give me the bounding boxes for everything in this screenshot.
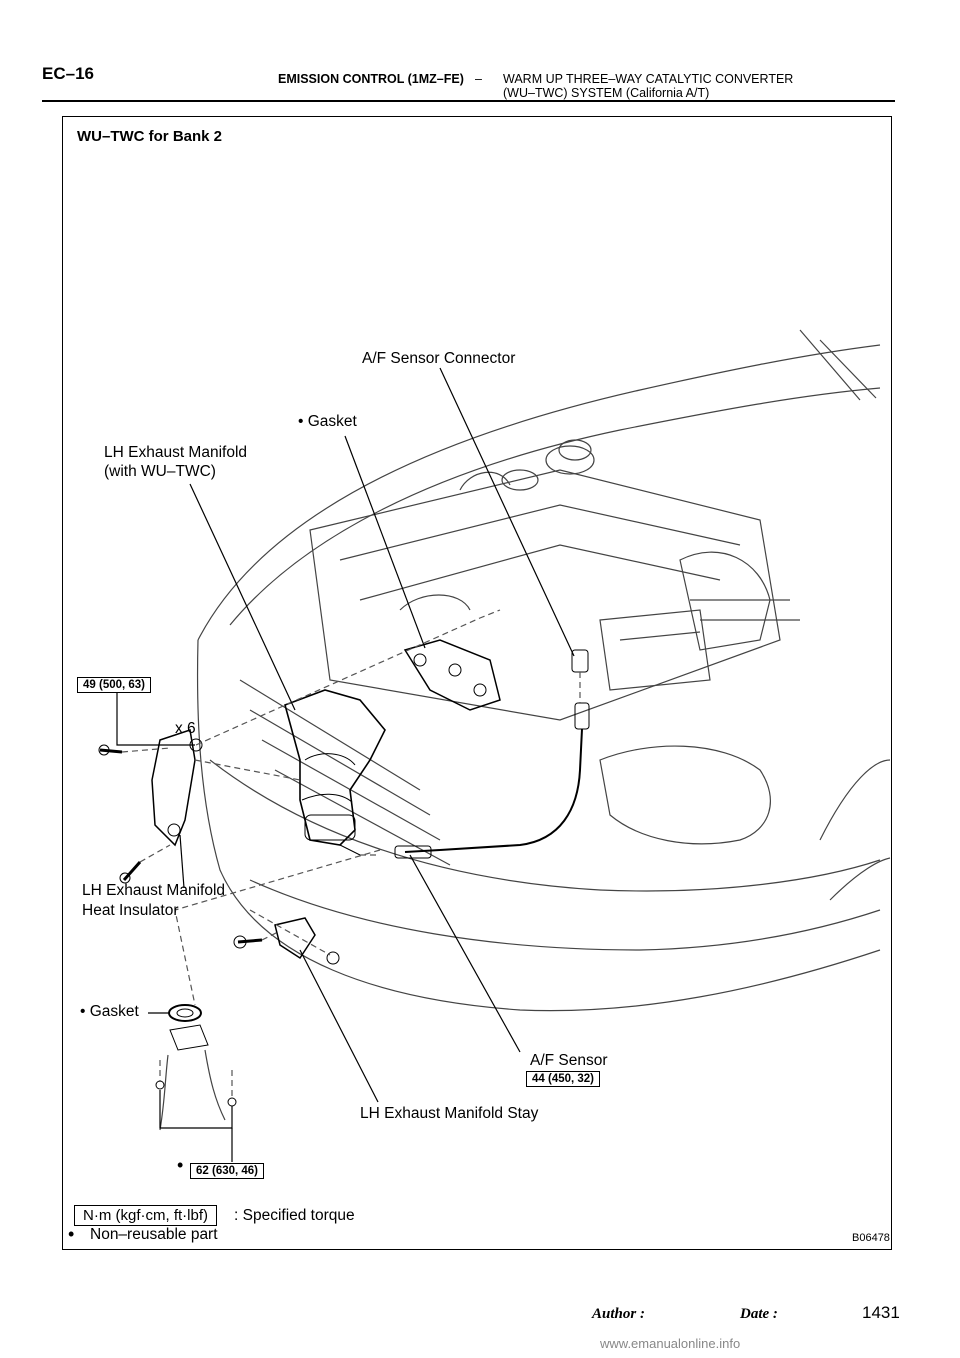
legend-torque-unit: N·m (kgf·cm, ft·lbf) (74, 1205, 217, 1226)
af-sensor-cable (439, 728, 583, 851)
leader-manifold (189, 483, 296, 711)
gasket-top-shape (403, 639, 501, 711)
exhaust-bolt-left (155, 1080, 165, 1090)
bolt-stay (233, 935, 263, 949)
torque-box-bolts: 62 (630, 46) (190, 1163, 265, 1179)
engine-block (309, 469, 781, 721)
af-connector-body (571, 649, 589, 673)
label-lh-manifold-line2: (with WU–TWC) (104, 463, 216, 480)
nonreusable-bullet: • (298, 413, 304, 430)
headlamp (599, 745, 771, 845)
gasket-lower-shape (168, 1004, 202, 1022)
stay-nut (326, 951, 340, 965)
af-sensor-body (394, 845, 432, 859)
manifold-stay-shape (274, 917, 316, 960)
label-count: x 6 (175, 720, 196, 737)
air-intake (679, 551, 771, 651)
leader-gasket-top (344, 435, 426, 649)
legend-nonreusable-desc: Non–reusable part (90, 1226, 218, 1243)
reservoir-cap (459, 471, 511, 491)
exhaust-bolt-right (227, 1097, 237, 1107)
bolt-heat-insulator-upper (98, 744, 123, 756)
footer-site: www.emanualonline.info (600, 1336, 741, 1351)
leader-heat-insulator (179, 834, 185, 889)
section-dash: – (475, 72, 482, 86)
torque-box-nuts: 49 (500, 63) (77, 677, 152, 693)
date-label: Date : (740, 1306, 778, 1322)
heat-insulator-shape (151, 729, 196, 847)
label-gasket-top-text: Gasket (307, 413, 357, 430)
section-subtitle-line2: (WU–TWC) SYSTEM (California A/T) (503, 86, 710, 100)
leader-af-connector (439, 367, 575, 657)
section-title: EMISSION CONTROL (1MZ–FE) (278, 72, 464, 86)
label-af-sensor-connector: A/F Sensor Connector (362, 350, 516, 367)
section-subtitle-line1: WARM UP THREE–WAY CATALYTIC CONVERTER (503, 72, 794, 86)
nonreusable-bullet: • (177, 1155, 184, 1175)
header-rule (42, 100, 895, 102)
battery (599, 609, 711, 691)
nonreusable-bullet: • (68, 1224, 75, 1244)
label-heat-insulator-line1: LH Exhaust Manifold (82, 882, 226, 899)
label-gasket-top: • Gasket (298, 413, 357, 431)
label-gasket-lower-text: Gasket (89, 1003, 139, 1020)
label-lh-manifold-line1: LH Exhaust Manifold (104, 444, 248, 461)
leader-af-sensor (409, 854, 521, 1053)
figure-title: WU–TWC for Bank 2 (77, 128, 223, 145)
bumper-outline (196, 639, 881, 1012)
leader-torque-nuts (116, 690, 195, 746)
label-heat-insulator-line2: Heat Insulator (82, 902, 179, 919)
leader-torque-bolts (159, 1090, 233, 1129)
label-gasket-lower: • Gasket (80, 1003, 139, 1021)
legend-torque-desc: : Specified torque (234, 1207, 355, 1224)
label-af-sensor: A/F Sensor (530, 1052, 608, 1069)
hood-edge (197, 344, 881, 641)
label-manifold-stay: LH Exhaust Manifold Stay (360, 1105, 539, 1122)
leader-manifold-stay (299, 949, 379, 1103)
author-label: Author : (592, 1306, 645, 1322)
manifold-shape (284, 689, 386, 846)
page-code: EC–16 (42, 64, 94, 83)
figure-id: B06478 (852, 1232, 890, 1244)
page-number: 1431 (862, 1303, 900, 1322)
torque-box-af-sensor: 44 (450, 32) (526, 1071, 601, 1087)
nonreusable-bullet: • (80, 1003, 86, 1020)
figure-frame (62, 116, 892, 1250)
bolt-heat-insulator-lower (119, 861, 142, 884)
